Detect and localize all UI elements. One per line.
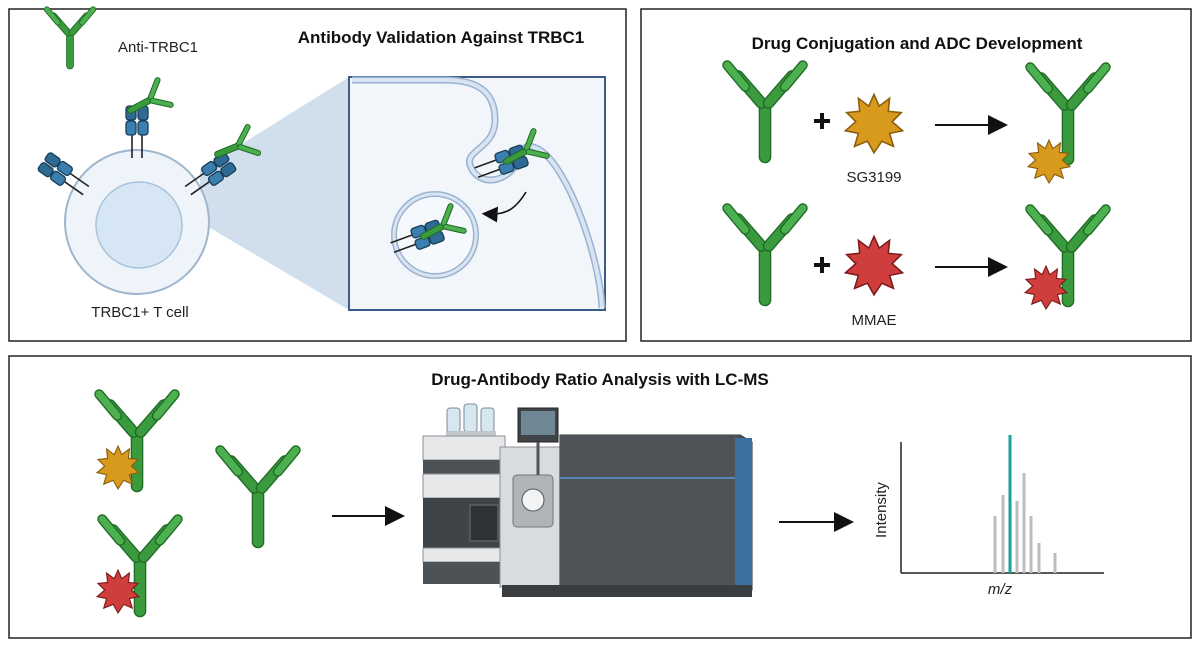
t-cell <box>64 149 210 295</box>
spectrum-xlabel: m/z <box>988 581 1013 598</box>
validation-title: Antibody Validation Against TRBC1 <box>298 28 585 47</box>
conjugation-panel: Drug Conjugation and ADC Development SG3… <box>640 8 1192 342</box>
plus-icon <box>814 113 830 129</box>
validation-panel: Antibody Validation Against TRBC1 Anti-T… <box>8 9 627 342</box>
lcms-instrument-icon <box>422 403 753 597</box>
zoom-cone <box>200 77 349 310</box>
sg3199-label: SG3199 <box>846 169 901 186</box>
anti-trbc1-label: Anti-TRBC1 <box>118 39 198 56</box>
mass-spectrum: Intensity m/z <box>873 435 1104 598</box>
zoom-inset <box>348 76 606 311</box>
spectrum-ylabel: Intensity <box>873 482 890 538</box>
plus-icon <box>814 257 830 273</box>
internalization-arrow-icon <box>481 191 527 223</box>
mmae-label: MMAE <box>852 312 897 329</box>
conjugation-title: Drug Conjugation and ADC Development <box>752 34 1083 53</box>
spectrum-peaks <box>993 435 1057 573</box>
t-cell-label: TRBC1+ T cell <box>91 304 188 321</box>
dar-title: Drug-Antibody Ratio Analysis with LC-MS <box>431 370 768 389</box>
dar-panel: Drug-Antibody Ratio Analysis with LC-MS <box>8 355 1192 639</box>
